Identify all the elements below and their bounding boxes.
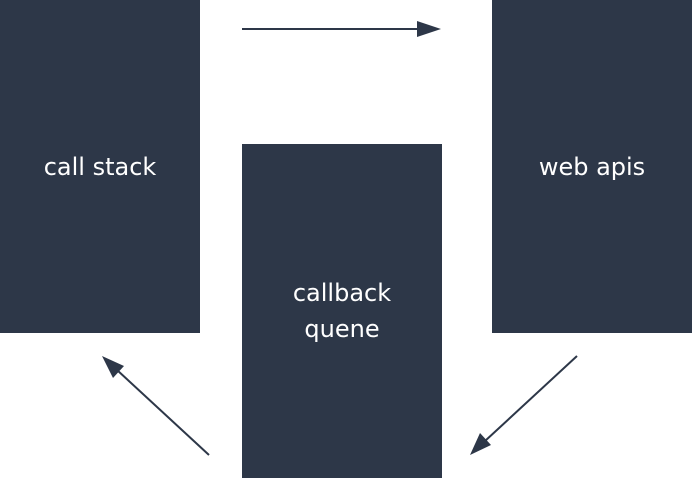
web-apis-box: web apis xyxy=(492,0,692,333)
arrow-callback-queue-to-call-stack xyxy=(102,356,210,456)
arrow-call-stack-to-web-apis xyxy=(242,21,441,37)
call-stack-label: call stack xyxy=(43,152,157,181)
call-stack-box: call stack xyxy=(0,0,200,333)
callback-queue-label: callback quene xyxy=(292,279,392,343)
callback-queue-box: callback quene xyxy=(242,144,442,478)
web-apis-label: web apis xyxy=(538,152,646,181)
arrow-web-apis-to-callback-queue xyxy=(470,355,578,455)
